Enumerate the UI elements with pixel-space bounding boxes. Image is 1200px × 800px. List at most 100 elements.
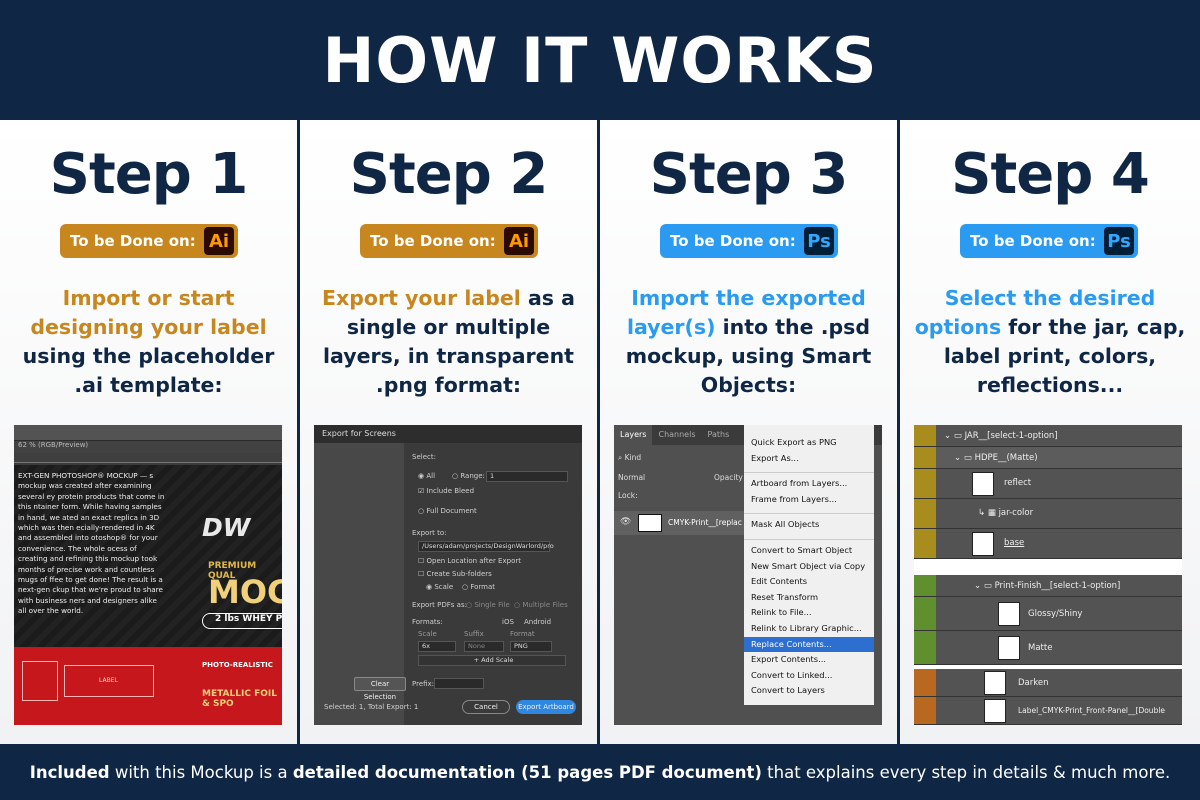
footer-text-1: with this Mockup is a [109,762,293,782]
step-1-badge: To be Done on: Ai [60,224,238,258]
premium-text: PREMIUM QUAL [208,561,257,581]
export-artboard-button[interactable]: Export Artboard [516,700,576,714]
step-1-text: using the placeholder .ai template: [22,344,275,397]
menu-item[interactable]: Relink to Library Graphic... [751,622,862,633]
eye-icon[interactable] [914,499,936,528]
step-3-text: into the .psd mockup, using Smart Object… [625,315,872,397]
tab-channels[interactable]: Channels [658,430,696,439]
suffix-field[interactable]: None [464,641,504,652]
footer: Included with this Mockup is a detailed … [0,744,1200,800]
badge-label: To be Done on: [70,232,196,250]
ruler [14,453,282,463]
menu-item[interactable]: Export Contents... [751,654,827,665]
eye-icon[interactable] [914,425,936,446]
eye-icon[interactable] [914,575,936,596]
layer-jar-color[interactable]: ↳ ▦ jar-color [914,499,1182,529]
step-2-highlight: Export your label [322,286,521,310]
prefix-field[interactable] [434,678,484,689]
layer-thumbnail [972,532,994,556]
eye-icon[interactable] [914,469,936,498]
range-field[interactable]: 1 [486,471,568,482]
tab-paths[interactable]: Paths [707,430,730,439]
tab-layers[interactable]: Layers [614,425,653,445]
layer-name: Label_CMYK-Print_Front-Panel__[Double [1018,706,1166,715]
eye-icon[interactable] [914,631,936,664]
menu-item[interactable]: Edit Contents [751,576,808,587]
illustrator-icon: Ai [504,227,534,255]
clear-selection-button[interactable]: Clear Selection [354,677,406,701]
multiple-files-radio[interactable]: ○ Multiple Files [514,601,568,609]
layer-base[interactable]: base [914,529,1182,559]
scale-radio[interactable]: ◉ Scale [426,583,454,591]
smart-object-layer[interactable]: 👁 CMYK-Print__[replac [614,511,754,535]
menu-item[interactable]: Artboard from Layers... [751,478,848,489]
menu-item[interactable]: Frame from Layers... [751,493,837,504]
layer-thumbnail [998,636,1020,660]
radio-all[interactable]: ◉ All [418,472,436,480]
layer-reflect[interactable]: reflect [914,469,1182,499]
include-bleed-checkbox[interactable]: ☑ Include Bleed [418,487,475,495]
full-document-radio[interactable]: ○ Full Document [418,507,477,515]
step-1-column: Step 1 To be Done on: Ai Import or start… [0,120,300,744]
layer-label-print[interactable]: Label_CMYK-Print_Front-Panel__[Double [914,697,1182,725]
col-scale: Scale [418,630,437,638]
eye-icon[interactable] [914,447,936,468]
eye-icon[interactable]: 👁 [620,517,632,527]
add-scale-button[interactable]: + Add Scale [418,655,566,666]
android-link[interactable]: Android [524,618,552,626]
prefix-label: Prefix: [412,680,435,688]
format-radio[interactable]: ○ Format [462,583,496,591]
layer-name: ⌄ ▭ HDPE__(Matte) [954,453,1038,463]
layer-thumbnail [972,472,994,496]
photoshop-icon: Ps [804,227,834,255]
layer-name: ⌄ ▭ Print-Finish__[select-1-option] [974,581,1121,591]
menu-item[interactable]: Replace Contents... [744,636,874,653]
blend-mode-select[interactable]: Normal [618,473,646,482]
menu-separator [744,507,874,515]
menu-item[interactable]: Convert to Layers [751,685,825,696]
label-artwork: EXT-GEN PHOTOSHOP® MOCKUP — s mockup was… [14,465,282,647]
format-select[interactable]: PNG [510,641,552,652]
menu-separator [744,533,874,540]
layer-matte[interactable]: Matte [914,631,1182,665]
open-location-checkbox[interactable]: ☐ Open Location after Export [418,557,521,565]
badge-label: To be Done on: [670,232,796,250]
menu-item[interactable]: New Smart Object via Copy [751,560,866,571]
radio-range[interactable]: ○ Range: [452,472,485,480]
menu-item[interactable]: Quick Export as PNG [751,437,837,447]
menu-item[interactable]: Reset Transform [751,591,819,602]
layer-darken[interactable]: Darken [914,669,1182,697]
layer-group-print-finish[interactable]: ⌄ ▭ Print-Finish__[select-1-option] [914,575,1182,597]
layer-group-hdpe[interactable]: ⌄ ▭ HDPE__(Matte) [914,447,1182,469]
menu-item[interactable]: Convert to Linked... [751,669,833,680]
step-4-description: Select the desired options for the jar, … [912,284,1188,400]
footer-bold-1: Included [29,762,110,782]
step-2-title: Step 2 [349,142,549,207]
menu-item[interactable]: Export As... [751,452,799,463]
visibility-toggle[interactable] [914,597,936,630]
single-file-radio[interactable]: ○ Single File [466,601,510,609]
step-4-title: Step 4 [951,142,1150,207]
layer-glossy[interactable]: Glossy/Shiny [914,597,1182,631]
ios-link[interactable]: iOS [502,618,514,626]
eye-icon[interactable] [914,697,936,724]
layer-thumbnail [638,514,662,532]
layer-group-jar[interactable]: ⌄ ▭ JAR__[select-1-option] [914,425,1182,447]
eye-icon[interactable] [914,669,936,696]
subfolders-checkbox[interactable]: ☐ Create Sub-folders [418,570,492,578]
scale-select[interactable]: 6x [418,641,456,652]
step-2-column: Step 2 To be Done on: Ai Export your lab… [300,120,600,744]
menu-item[interactable]: Relink to File... [751,607,812,618]
cancel-button[interactable]: Cancel [462,700,510,714]
layer-name: CMYK-Print__[replac [668,518,742,527]
path-field[interactable]: /Users/adam/projects/DesignWarlord/pro [418,541,554,552]
kind-filter[interactable]: ⌕ Kind [618,453,642,462]
menu-item[interactable]: Mask All Objects [751,519,820,530]
menu-item[interactable]: Convert to Smart Object [751,544,853,555]
footer-text-2: that explains every step in details & mu… [761,762,1171,782]
illustrator-icon: Ai [204,227,234,255]
step-3-column: Step 3 To be Done on: Ps Import the expo… [600,120,900,744]
dialog-title: Export for Screens [314,425,582,443]
layer-thumbnail [984,671,1006,695]
eye-icon[interactable] [914,529,936,558]
